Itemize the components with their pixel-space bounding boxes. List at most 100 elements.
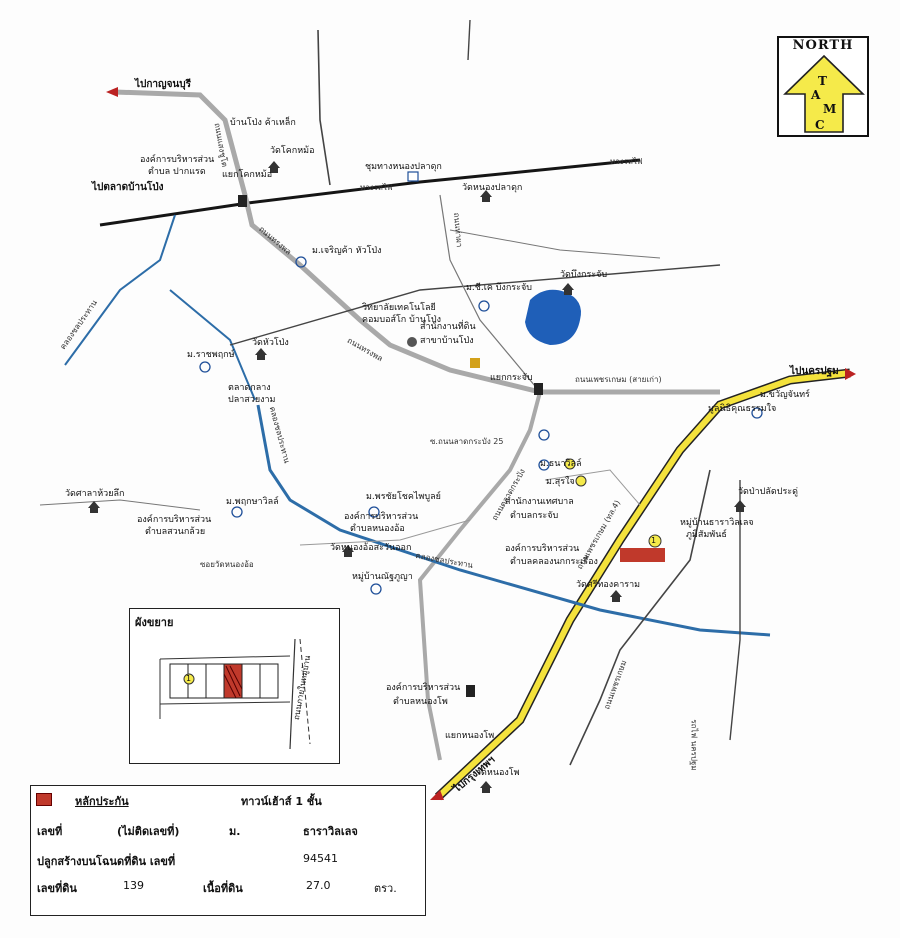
road-label-railway-b: ทางรถไฟ (610, 157, 643, 166)
place-wat-bueng-krachap: วัดบึงกระจับ (560, 270, 608, 280)
place-wat-hua-pong: วัดหัวโป่ง (252, 338, 289, 348)
road-east-2 (729, 480, 741, 741)
place-yaek-krachap: แยกกระจับ (490, 373, 533, 383)
property-type: ทาวน์เฮ้าส์ 1 ชั้น (241, 795, 322, 808)
place-talat-2: ปลาสวยงาม (228, 395, 276, 405)
land-no-label: เลขที่ดิน (37, 882, 77, 895)
inset-drawing (159, 638, 311, 750)
target-marker-label: 1 (651, 536, 657, 545)
place-land-office-2: สาขาบ้านโป่ง (420, 336, 474, 346)
road-southeast (569, 469, 711, 766)
place-school-ck: ม.ชี.เค บึงกระจับ (466, 283, 532, 293)
arrow-kanchanaburi (106, 87, 118, 97)
deed-label: ปลูกสร้างบนโฉนดที่ดิน เลขที่ (37, 855, 176, 868)
place-mulanithi: มูลนิธิคุณธรรมใจ (708, 404, 777, 414)
area-unit: ตรว. (374, 882, 397, 895)
highway-4 (435, 370, 851, 800)
place-ban-pong-kalek: บ้านโป่ง ค้าเหล็ก (230, 118, 296, 128)
road-village-1 (299, 519, 471, 546)
thanon-krachap (417, 391, 542, 761)
legend-swatch (36, 793, 52, 806)
place-m-thanawit: ม.ธนาวิลล์ (540, 459, 582, 469)
land-no-value: 139 (123, 879, 144, 892)
place-wat-nong-kaew: วัดหนองอ้อสะวันออก (330, 543, 412, 553)
village-label: ม. (229, 825, 241, 838)
north-letter-a: A (811, 88, 821, 102)
place-wat-nong-pla-duk: วัดหนองปลาดุก (462, 183, 523, 193)
land-office-icon (407, 337, 417, 347)
rail-station-icon (407, 171, 419, 182)
road-north (317, 29, 331, 186)
inset-marker: 1 (186, 674, 192, 683)
intersection-khok-mo (238, 195, 247, 207)
place-aor-klong-1: องค์การบริหารส่วน (505, 544, 580, 554)
place-m-suraj: ม.สุรใจ (546, 477, 575, 487)
canal-main (256, 404, 771, 637)
temple-icons (88, 161, 746, 793)
place-m-ban-pong-kan: หมู่บ้านณัฐภูญา (352, 572, 413, 582)
place-school-charoenkha: ม.เจริญค้า หัวโป่ง (312, 246, 382, 256)
road-label-railway: ทางรถไฟ (360, 183, 393, 192)
road-village-2 (544, 469, 641, 506)
place-talat-1: ตลาดกลาง (228, 383, 271, 393)
place-wat-sai-lik: วัดศาลาห้วยลึก (65, 489, 125, 499)
village-icons (199, 256, 763, 595)
place-m-chawanan: ม.ขวัญจันทร์ (760, 390, 810, 400)
canal-branch (169, 289, 256, 401)
place-tessaban-2: ตำบลกระจับ (510, 511, 559, 521)
arrow-nakhon-pathom (845, 368, 856, 380)
inset-title: ผังขยาย (135, 616, 174, 629)
house-no-value: (ไม่ติดเลขที่) (117, 825, 180, 838)
place-college-2: คอมบอส์โก บ้านโป่ง (362, 315, 441, 325)
place-college-1: วิทยาลัยเทคโนโลยี (362, 303, 436, 313)
target-plot (620, 548, 665, 562)
north-letter-t: T (818, 74, 827, 88)
north-title: NORTH (792, 38, 854, 53)
road-label-nong-o: ซอยวัดหนองอ้อ (200, 560, 254, 569)
place-tessaban-1: สำนักงานเทศบาล (505, 497, 574, 507)
place-aor-nong-2: ตำบลหนองอ้อ (350, 524, 405, 534)
north-letter-c: C (815, 118, 825, 132)
place-village-target-1: หมู่บ้านธาราวิลเลจ (680, 518, 754, 528)
intersection-krachap (534, 383, 543, 395)
north-letter-m: M (823, 102, 837, 116)
place-yaek-khok-mo: แยกโคกหม้อ (222, 170, 273, 180)
place-aor-kuaen-2: ตำบลสวนกล้วย (145, 527, 206, 537)
place-aor-pak-raet-1: องค์การบริหารส่วน (140, 155, 215, 165)
lake-bueng-krachap (525, 289, 581, 345)
place-aor-nong-1: องค์การบริหารส่วน (344, 512, 419, 522)
area-label: เนื้อที่ดิน (203, 882, 243, 895)
road-label-soi-25: ซ.ถนนลาดกระบัง 25 (430, 437, 504, 446)
place-m-phrueksa: ม.พรชัยโชคไพบูลย์ (366, 492, 441, 502)
dir-nakhon-pathom: ไปนครปฐม (790, 366, 839, 377)
place-aor-nong-pho-2: ตำบลหนองโพ (393, 697, 448, 707)
shop-icon (470, 358, 480, 368)
intersection-nong-pho (466, 685, 475, 697)
canal-west (64, 214, 176, 366)
railway-line (99, 158, 641, 227)
dir-kanchanaburi: ไปกาญจนบุรี (135, 79, 191, 90)
road-east-1 (229, 264, 721, 346)
place-aor-nong-pho-1: องค์การบริหารส่วน (386, 683, 461, 693)
arrow-bangkok (430, 790, 444, 800)
road-west (39, 499, 201, 511)
numbered-markers (564, 458, 662, 548)
road-label-railway-side: รถไฟ นครปฐม (689, 719, 699, 771)
inset-plan: ผังขยาย 1 ถนนภายในหมู่บ้าน (129, 608, 340, 764)
road-label-petchkasem-old: ถนนเพชรเกษม (สายเก่า) (575, 375, 662, 384)
property-info-box: หลักประกัน ทาวน์เฮ้าส์ 1 ชั้น เลขที่ (ไม… (30, 785, 426, 916)
house-no-label: เลขที่ (37, 825, 63, 838)
dir-talad-ban-pong: ไปตลาดบ้านโป่ง (92, 182, 164, 193)
north-arrow: NORTH T A M C (777, 36, 869, 137)
road-top-north (467, 19, 471, 61)
place-land-office-1: สำนักงานที่ดิน (420, 322, 476, 332)
legend-label: หลักประกัน (75, 795, 129, 808)
area-value: 27.0 (306, 879, 331, 892)
village-value: ธาราวิลเลจ (303, 825, 358, 838)
place-aor-klong-2: ตำบลคลองนกกระเรื่อง (510, 557, 598, 567)
north-arrow-icon (783, 54, 865, 133)
place-m-ratchaphruek: ม.ราชพฤกษ์ (187, 350, 235, 360)
place-wat-nong-pho: วัดหนองโพ (476, 768, 520, 778)
